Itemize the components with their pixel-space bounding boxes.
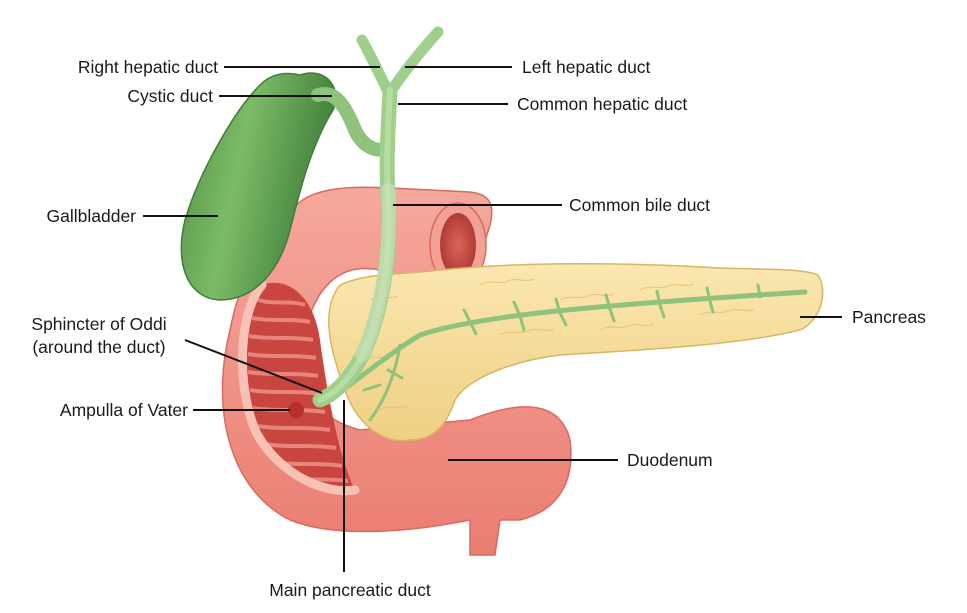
label-gallbladder: Gallbladder: [47, 206, 137, 226]
label-cystic-duct: Cystic duct: [127, 86, 213, 106]
label-sphincter-of-oddi-line2: (around the duct): [32, 337, 165, 357]
label-duodenum: Duodenum: [627, 450, 713, 470]
leader-lines: [143, 66, 842, 572]
label-sphincter-of-oddi-line1: Sphincter of Oddi: [31, 314, 166, 334]
leader-sphincter-of-oddi: [184, 339, 323, 394]
pancreas-illustration: [328, 262, 824, 442]
label-common-hepatic-duct: Common hepatic duct: [517, 94, 687, 114]
ampulla-of-vater-marker: [288, 402, 304, 418]
label-pancreas: Pancreas: [852, 307, 926, 327]
label-right-hepatic-duct: Right hepatic duct: [78, 57, 218, 77]
label-ampulla-of-vater: Ampulla of Vater: [60, 400, 188, 420]
labels: Right hepatic duct Left hepatic duct Cys…: [31, 57, 926, 600]
main-pancreatic-duct-illustration: [337, 283, 808, 422]
label-common-bile-duct: Common bile duct: [569, 195, 710, 215]
gallbladder-illustration: [180, 72, 337, 301]
duodenum-illustration: [221, 186, 572, 556]
label-left-hepatic-duct: Left hepatic duct: [522, 57, 651, 77]
label-main-pancreatic-duct: Main pancreatic duct: [269, 580, 431, 600]
